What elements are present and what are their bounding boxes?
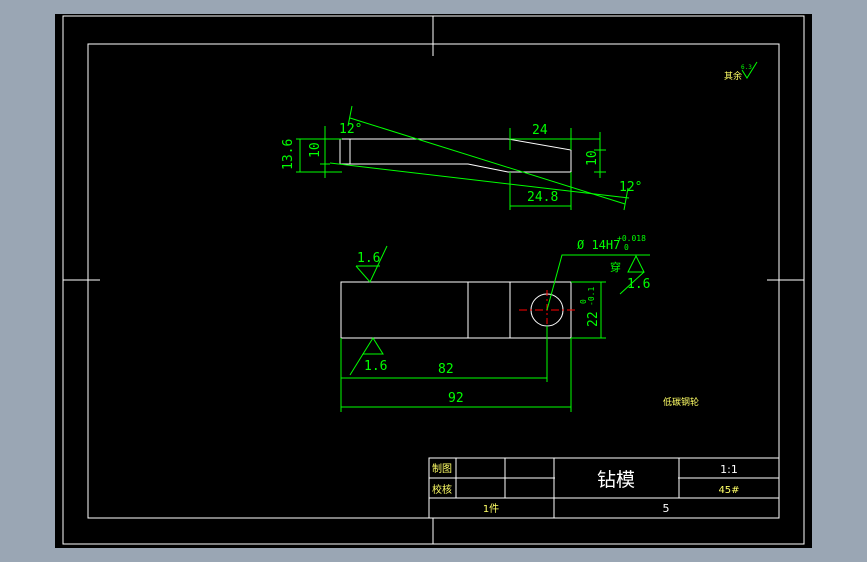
label-roughness-bottom: 1.6 [364,359,387,374]
centering-marks [63,16,804,544]
label-overall-height: 13.6 [281,139,296,170]
roughness-symbol-hole [627,254,645,273]
label-height: 22 [586,311,601,327]
label-hole-pos: 82 [438,362,454,377]
label-hole-spec: Ø 14H7 [577,238,620,252]
roughness-symbol-bottom [362,337,384,355]
label-height-tol-upper: 0 [579,299,588,304]
tb-checked-label: 校核 [432,483,452,496]
label-roughness-top: 1.6 [357,251,380,266]
tb-scale: 1:1 [720,463,738,476]
tb-sheet-no: 5 [663,502,670,515]
label-rest-value: 6.3 [741,64,752,71]
label-rest: 其余 [724,70,742,82]
tb-quantity: 1件 [483,503,499,515]
note-heat-treatment: 低碳钢轮 [663,396,699,408]
tb-part-name: 钻模 [597,469,635,491]
label-thickness-left: 10 [308,142,323,158]
roughness-symbol-top [355,245,388,283]
label-angle-top: 12° [339,122,362,137]
side-view-outline [339,138,572,173]
taper-line-bottom [329,162,630,199]
label-through: 穿 [610,260,621,274]
taper-line-top [349,117,626,205]
label-thickness-right: 10 [585,150,600,166]
side-view [296,105,630,211]
front-view [340,245,650,412]
label-roughness-hole: 1.6 [627,277,650,292]
label-hole-tol-upper: +0.018 [617,234,646,243]
label-angle-right: 12° [619,180,642,195]
tb-material: 45# [718,485,739,496]
label-bottom-offset: 24.8 [527,190,558,205]
roughness-rest-symbol [741,61,758,79]
label-hole-tol-lower: 0 [624,243,629,252]
label-height-tol-lower: -0.1 [587,287,596,306]
label-overall-length: 92 [448,391,464,406]
sheet-background [55,14,812,548]
label-slot-width: 24 [532,123,548,138]
tb-drawn-label: 制图 [432,462,452,475]
hole-leader [546,254,650,311]
